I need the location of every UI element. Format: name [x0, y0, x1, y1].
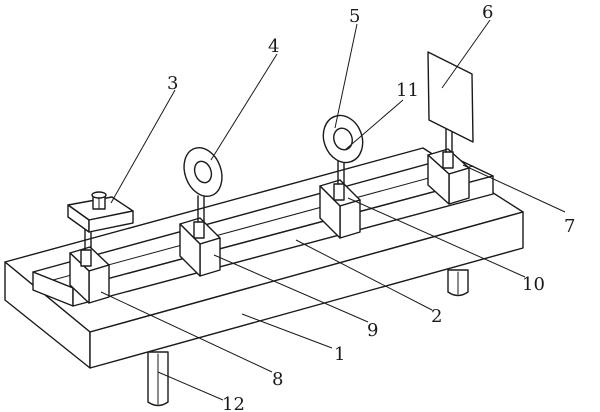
callout-base: 1 [334, 344, 345, 365]
support-leg-front [147, 351, 169, 407]
lens-two [322, 114, 364, 185]
callout-labels: 3 4 5 6 11 7 10 2 9 1 8 12 [167, 2, 575, 412]
callout-rail: 2 [431, 306, 442, 327]
support-leg-back [447, 269, 469, 297]
callout-slider-lens-two: 10 [522, 274, 545, 295]
callout-screen: 6 [482, 2, 493, 23]
rail [32, 156, 494, 307]
callout-slider-screen: 7 [564, 216, 575, 237]
slider-screen [427, 148, 470, 205]
slider-lens-two [319, 179, 361, 239]
leader-lines [100, 19, 566, 401]
callout-light-source: 3 [167, 73, 178, 94]
slider-lens-one [179, 217, 221, 277]
callout-slider-lens-one: 9 [367, 320, 378, 341]
lens-one [183, 147, 223, 223]
callout-lens-two: 5 [349, 6, 360, 27]
light-source [67, 191, 134, 251]
callout-lens-one: 4 [268, 36, 279, 57]
callout-support-leg: 12 [222, 394, 245, 412]
callout-lens-holder-post: 11 [396, 80, 419, 101]
callout-slider-source: 8 [272, 369, 283, 390]
slider-source [69, 246, 110, 304]
screen [427, 51, 474, 153]
